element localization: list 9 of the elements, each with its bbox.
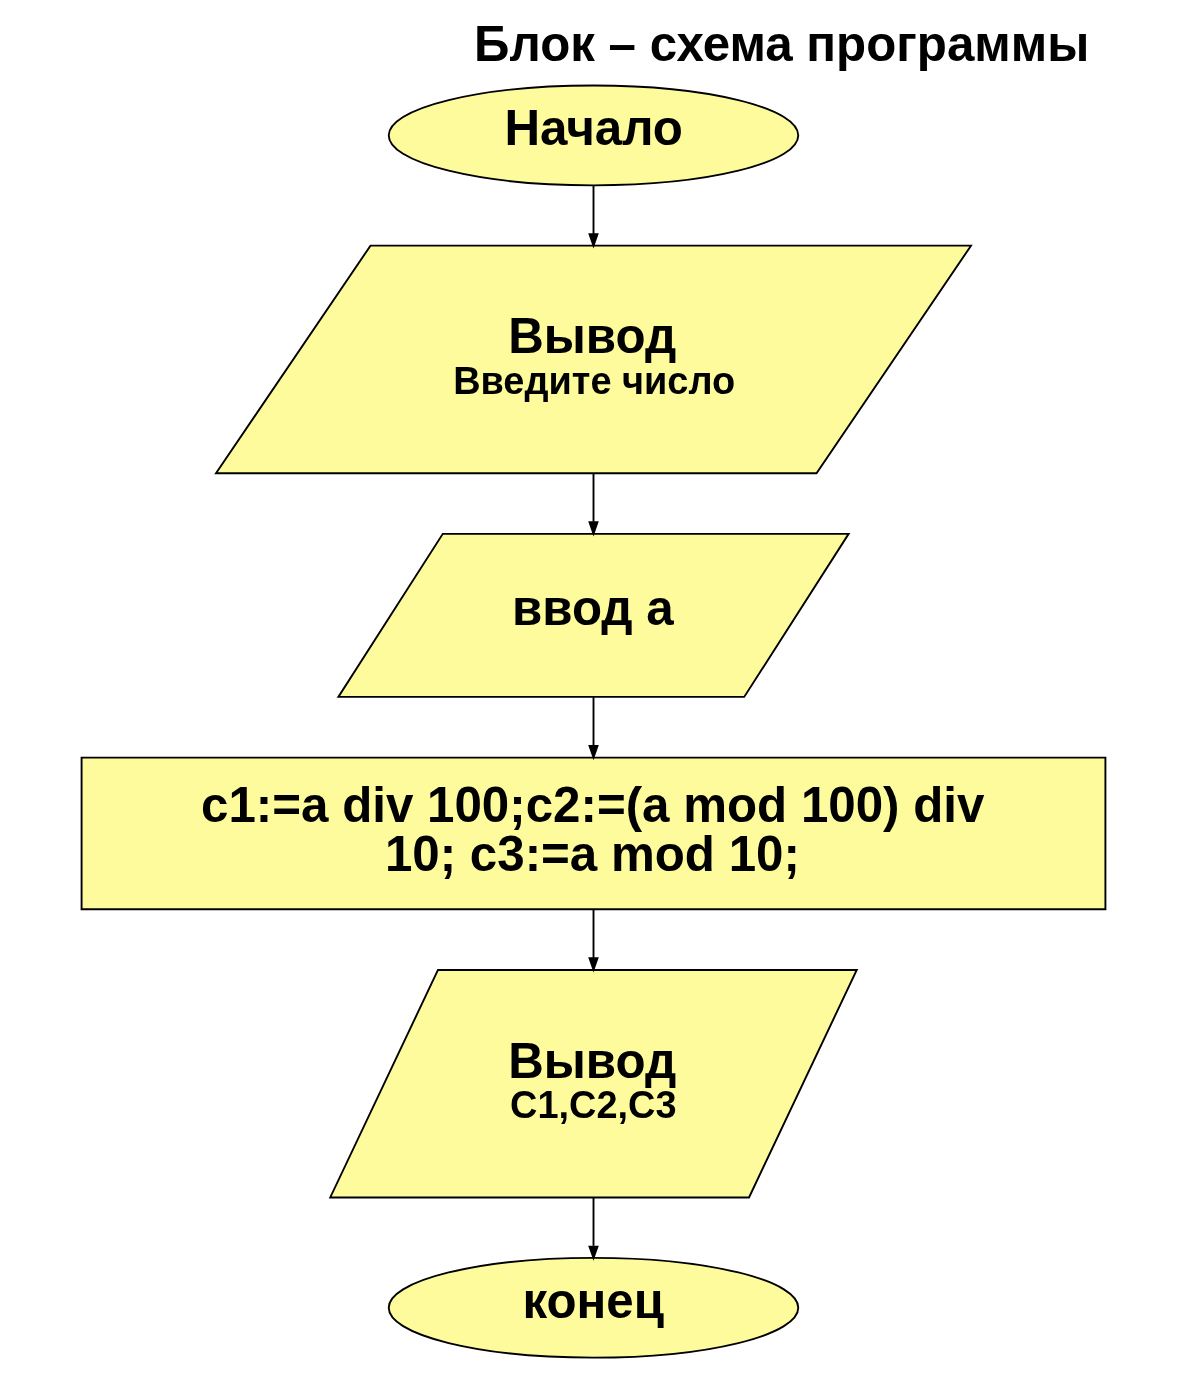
node-ellipse: Начало xyxy=(387,84,800,187)
arrow xyxy=(588,472,599,537)
arrow xyxy=(588,184,599,249)
arrow xyxy=(588,696,599,761)
node-ellipse: конец xyxy=(387,1256,800,1359)
diagram-title: Блок – схема программы xyxy=(474,15,1090,71)
node-box: c1:=a div 100;c2:=(a mod 100) div 10; c3:=a mod 10; xyxy=(80,756,1107,911)
arrow xyxy=(588,1196,599,1261)
arrow xyxy=(588,908,599,973)
